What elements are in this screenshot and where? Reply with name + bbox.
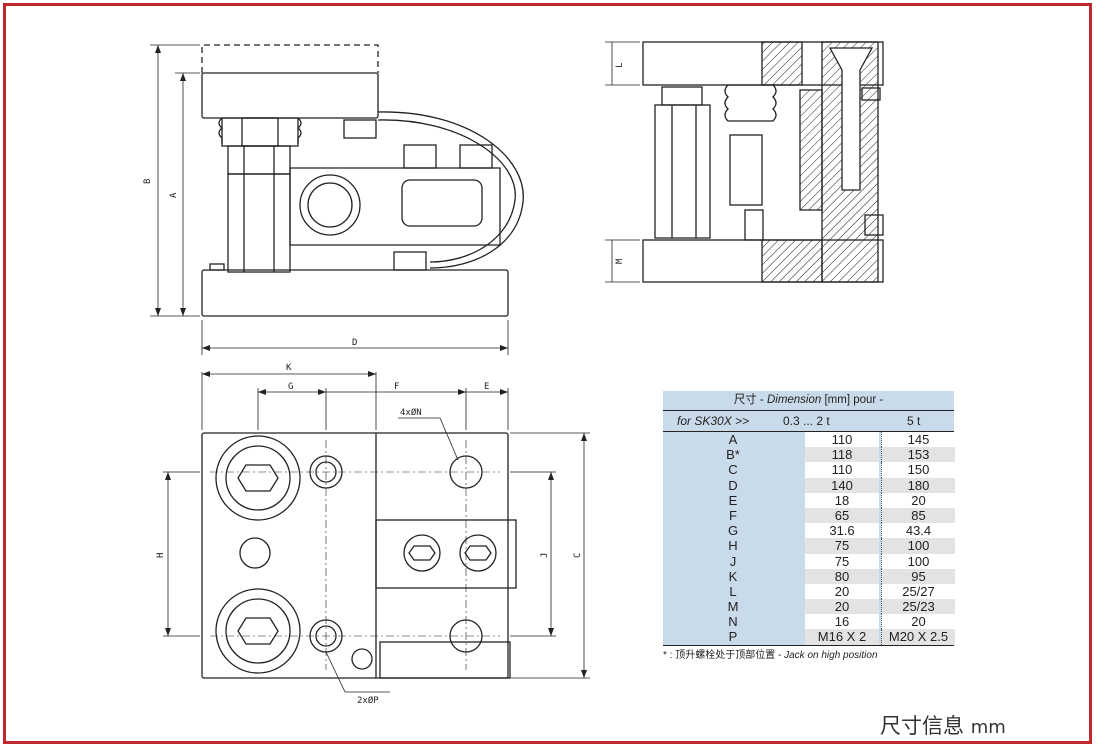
table-title-en: Dimension bbox=[766, 394, 822, 406]
dimension-table: 尺寸 - Dimension [mm] pour - for SK30X >> … bbox=[663, 391, 955, 646]
table-cell-v1: 20 bbox=[805, 583, 879, 600]
dim-label-j: J bbox=[540, 553, 550, 558]
table-cell-v2: 20 bbox=[881, 492, 955, 508]
table-cell-k: L bbox=[729, 583, 737, 599]
table-cell-k: G bbox=[727, 523, 739, 539]
table-cell-k: E bbox=[728, 492, 738, 508]
dim-label-f: F bbox=[394, 382, 399, 392]
table-cell-v2: 85 bbox=[881, 507, 955, 524]
footnote-sep: - bbox=[775, 650, 785, 661]
table-cell-v1: 18 bbox=[805, 492, 879, 508]
dim-label-a: A bbox=[169, 192, 179, 198]
dim-label-k: K bbox=[286, 363, 292, 373]
table-cell-v1: 80 bbox=[805, 568, 879, 584]
table-cell-k: H bbox=[728, 538, 738, 554]
table-cell-v1: 31.6 bbox=[805, 523, 879, 539]
col2-header: 5 t bbox=[907, 414, 921, 428]
table-cell-v1: 118 bbox=[805, 447, 879, 463]
table-cell-v1: 75 bbox=[805, 538, 879, 554]
dim-label-b: B bbox=[143, 179, 153, 184]
table-cell-v1: 140 bbox=[805, 477, 879, 493]
table-cell-v2: 150 bbox=[881, 462, 955, 478]
dim-label-g: G bbox=[288, 382, 293, 392]
dim-label-c: C bbox=[573, 553, 583, 558]
table-cell-v1: 20 bbox=[805, 599, 879, 615]
table-cell-v2: 145 bbox=[881, 432, 955, 448]
table-cell-v1: 110 bbox=[805, 462, 879, 478]
dim-label-h: H bbox=[156, 553, 166, 558]
table-cell-k: K bbox=[728, 568, 738, 584]
table-title-cn: 尺寸 bbox=[733, 394, 757, 406]
table-cell-k: D bbox=[728, 477, 738, 493]
dim-label-e: E bbox=[484, 382, 489, 392]
footnote-star: * : bbox=[663, 650, 676, 661]
table-cell-v2: 100 bbox=[881, 553, 955, 569]
table-cell-k: M bbox=[727, 599, 739, 615]
table-title-sep: - bbox=[756, 394, 767, 406]
dim-label-d: D bbox=[352, 338, 357, 348]
table-cell-k: A bbox=[728, 432, 738, 447]
table-cell-v2: 180 bbox=[881, 477, 955, 493]
table-cell-k: B* bbox=[726, 447, 740, 463]
caption: 尺寸信息 mm bbox=[880, 710, 1006, 740]
table-cell-v2: 95 bbox=[881, 568, 955, 584]
caption-cn: 尺寸信息 bbox=[880, 714, 971, 738]
for-label: for SK30X >> bbox=[677, 414, 750, 428]
dim-label-m: M bbox=[615, 258, 625, 264]
top-view bbox=[163, 371, 590, 693]
footnote: * : 顶升螺栓处于顶部位置 - Jack on high position bbox=[663, 646, 878, 661]
col1-header: 0.3 ... 2 t bbox=[783, 414, 830, 428]
table-cell-k: P bbox=[728, 629, 738, 645]
table-cell-k: F bbox=[729, 507, 737, 523]
table-cell-v2: 25/27 bbox=[881, 583, 955, 600]
footnote-en: Jack on high position bbox=[784, 650, 878, 661]
footnote-cn: 顶升螺栓处于顶部位置 bbox=[675, 650, 776, 661]
table-cell-v1: M16 X 2 bbox=[805, 629, 879, 645]
table-title-unit: [mm] pour - bbox=[821, 394, 884, 406]
dim-label-l: L bbox=[615, 63, 625, 68]
holes-p-label: 2xØP bbox=[357, 695, 379, 706]
table-cell-v1: 16 bbox=[805, 614, 879, 630]
table-subheader: for SK30X >> 0.3 ... 2 t 5 t bbox=[663, 410, 954, 432]
table-cell-v2: 43.4 bbox=[881, 523, 955, 539]
holes-n-label: 4xØN bbox=[400, 407, 422, 418]
table-cell-v2: 25/23 bbox=[881, 599, 955, 615]
table-cell-k: J bbox=[729, 553, 737, 569]
caption-unit: mm bbox=[970, 717, 1006, 738]
table-cell-v1: 75 bbox=[805, 553, 879, 569]
table-cell-k: N bbox=[728, 614, 738, 630]
table-cell-v2: 153 bbox=[881, 447, 955, 463]
front-view bbox=[150, 44, 524, 355]
table-cell-v1: 65 bbox=[805, 507, 879, 524]
table-cell-k: C bbox=[728, 462, 738, 478]
table-cell-v2: 20 bbox=[881, 614, 955, 630]
page-frame bbox=[3, 3, 1092, 744]
table-cell-v2: M20 X 2.5 bbox=[881, 629, 955, 645]
table-cell-v2: 100 bbox=[881, 538, 955, 554]
table-title: 尺寸 - Dimension [mm] pour - bbox=[663, 391, 954, 410]
table-cell-v1: 110 bbox=[805, 432, 879, 448]
section-view bbox=[605, 41, 884, 283]
